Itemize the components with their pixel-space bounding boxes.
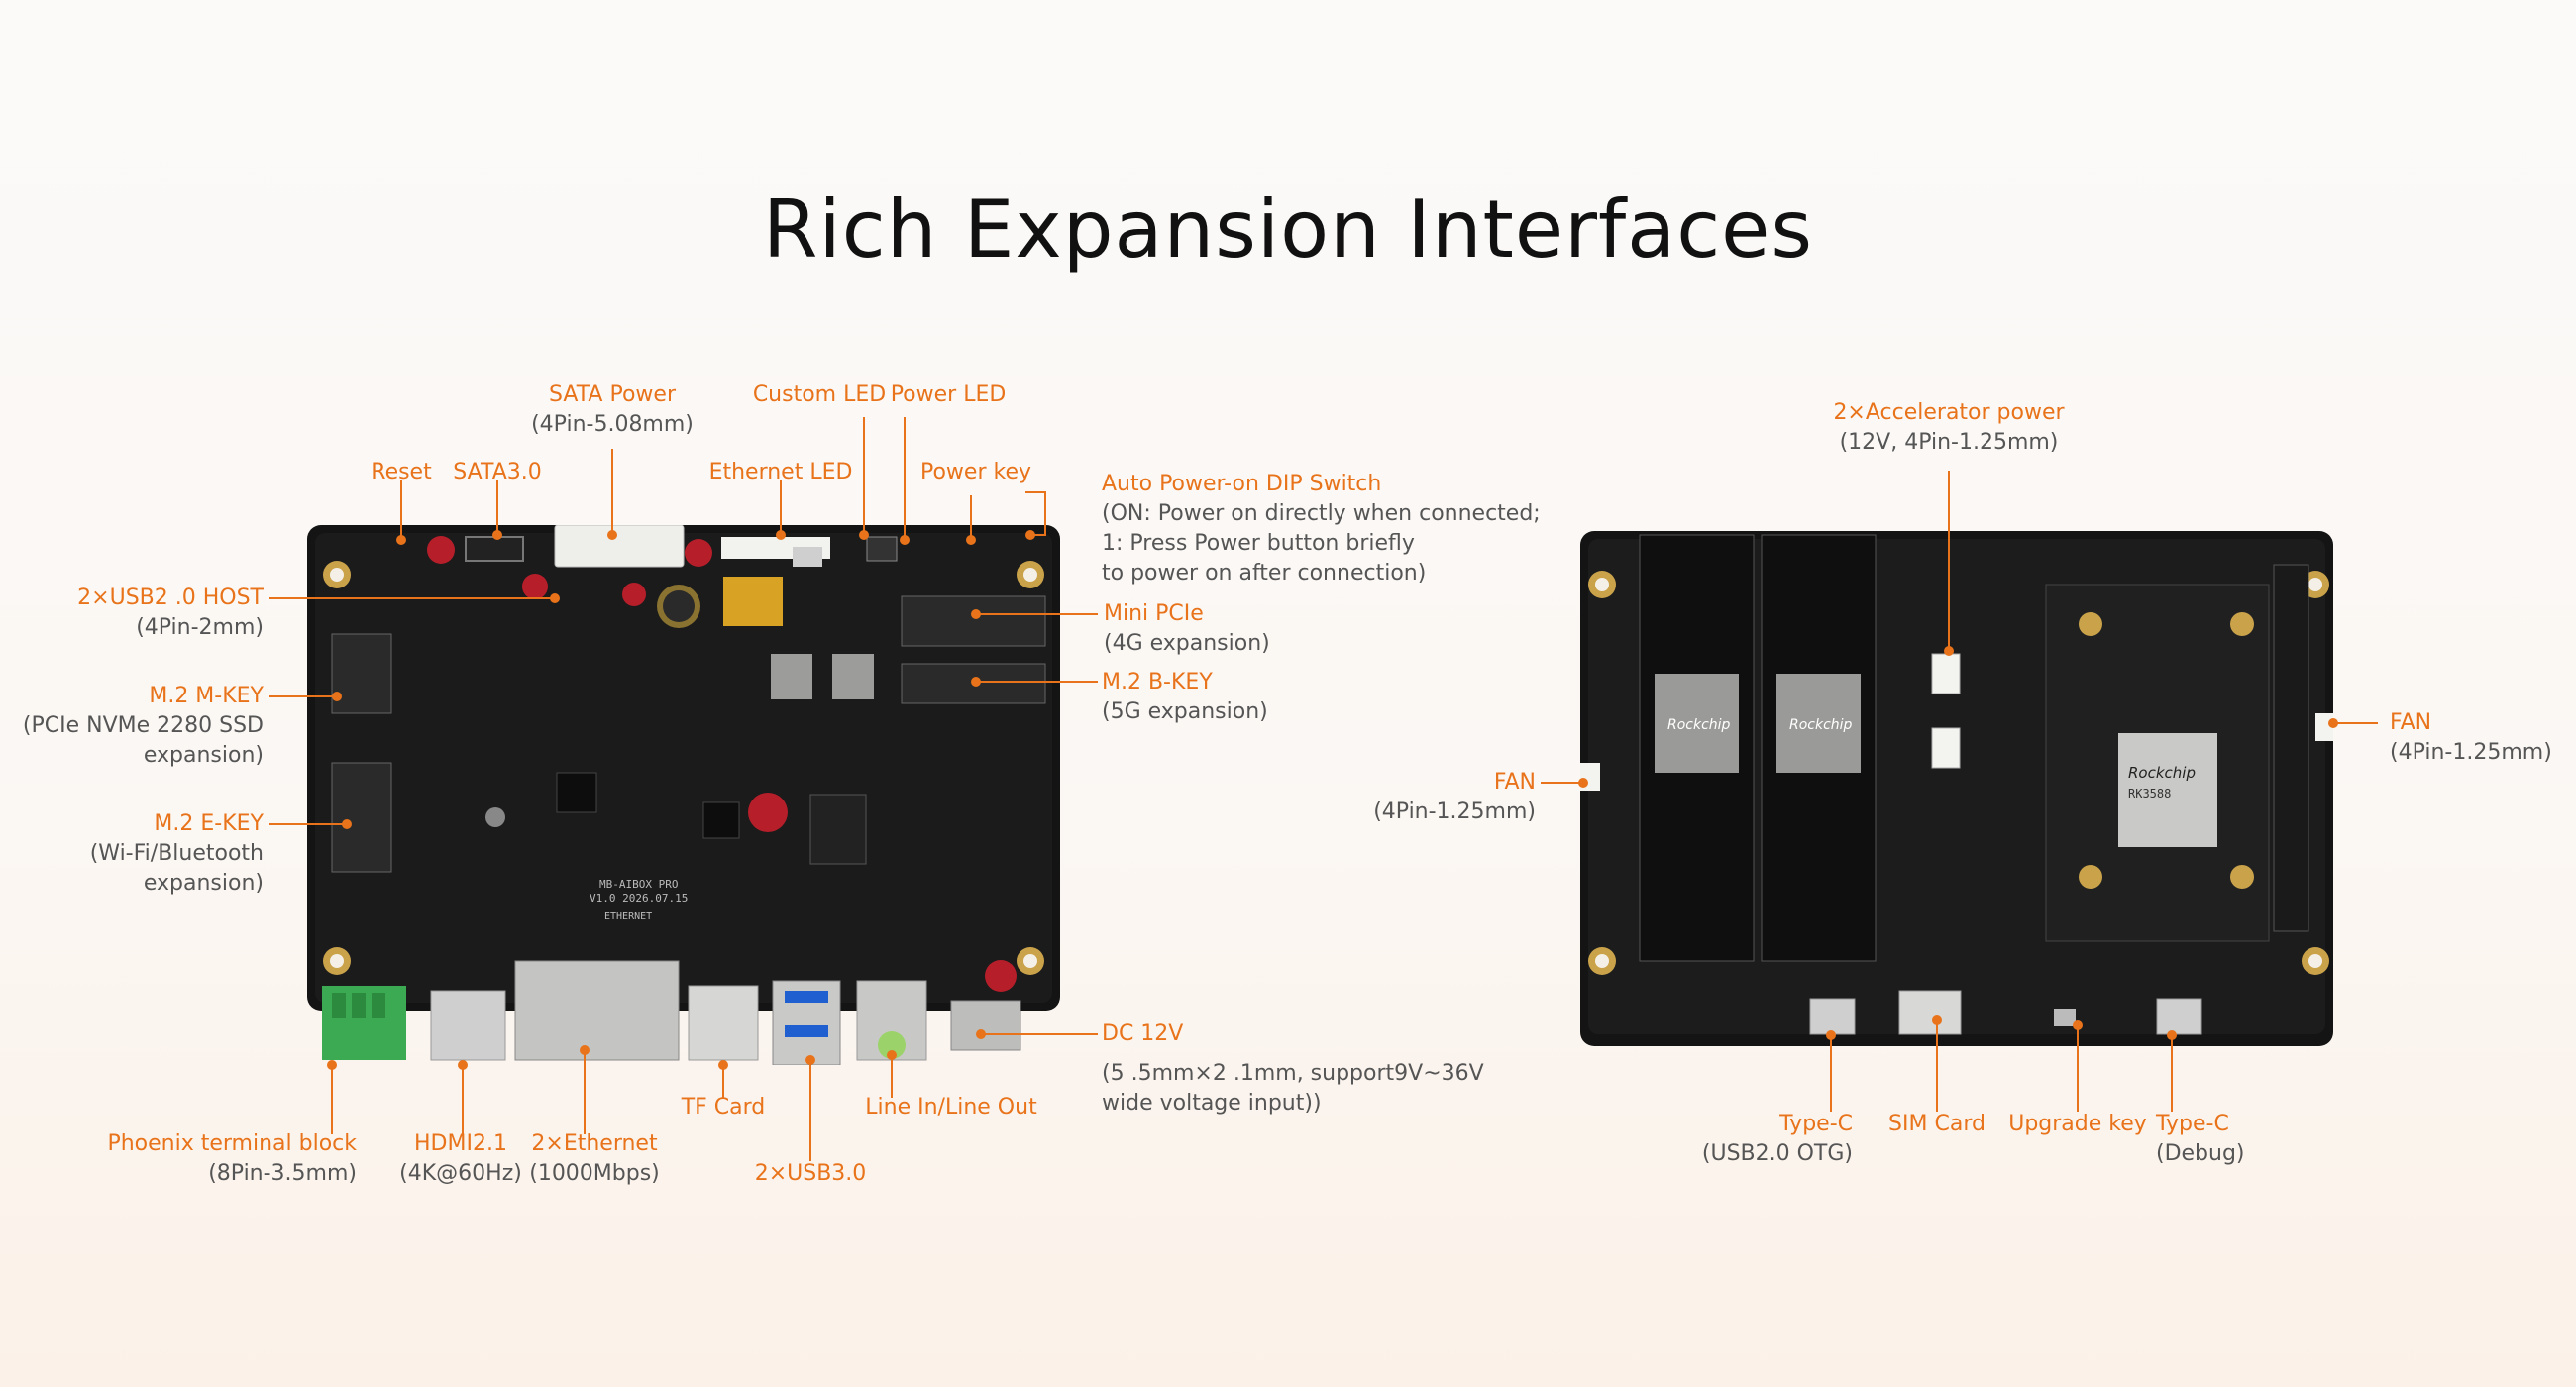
- label-name: M.2 B-KEY: [1102, 670, 1213, 694]
- label-name: Type-C: [2156, 1112, 2229, 1136]
- label-power-led: Power LED: [884, 380, 1013, 410]
- label-name: Power LED: [890, 382, 1007, 407]
- label-auto-power-dip: Auto Power-on DIP Switch (ON: Power on d…: [1102, 470, 1541, 588]
- label-name: M.2 M-KEY: [149, 684, 264, 708]
- label-name: FAN: [2390, 710, 2432, 735]
- label-sata-power: SATA Power (4Pin-5.08mm): [513, 380, 711, 440]
- label-sub: (4K@60Hz): [399, 1161, 522, 1186]
- front-silkscreen-version: V1.0 2026.07.15: [590, 892, 688, 905]
- label-line-3: to power on after connection): [1102, 561, 1427, 586]
- label-name: HDMI2.1: [414, 1131, 507, 1156]
- label-m2-mkey: M.2 M-KEY (PCIe NVMe 2280 SSD expansion): [20, 682, 264, 771]
- label-name: M.2 E-KEY: [154, 811, 264, 836]
- soc-brand: Rockchip: [2128, 764, 2196, 782]
- label-reset: Reset: [352, 458, 451, 487]
- label-sata30: SATA3.0: [438, 458, 557, 487]
- label-name: Phoenix terminal block: [107, 1131, 357, 1156]
- accelerator-chip-brand-1: Rockchip: [1667, 717, 1731, 733]
- label-name: 2×Accelerator power: [1833, 400, 2065, 425]
- label-mini-pcie: Mini PCIe (4G expansion): [1104, 599, 1270, 659]
- label-line-2: expansion): [143, 871, 264, 896]
- label-sub: (1000Mbps): [529, 1161, 660, 1186]
- back-board-image: Rockchip Rockchip Rockchip RK3588: [1580, 531, 2333, 1046]
- label-typec-otg: Type-C (USB2.0 OTG): [1664, 1110, 1853, 1169]
- label-line-1: (PCIe NVMe 2280 SSD: [22, 713, 264, 738]
- label-line-2: wide voltage input)): [1102, 1091, 1322, 1116]
- label-name: Type-C: [1779, 1112, 1853, 1136]
- label-sim-card: SIM Card: [1873, 1110, 2001, 1139]
- front-board-image: MB-AIBOX PRO V1.0 2026.07.15 ETHERNET: [307, 525, 1060, 1065]
- soc-model: RK3588: [2128, 787, 2171, 800]
- label-sub: (4G expansion): [1104, 631, 1270, 656]
- label-sub: (5G expansion): [1102, 699, 1268, 724]
- label-hdmi: HDMI2.1 (4K@60Hz): [386, 1129, 535, 1189]
- label-name: SATA3.0: [453, 460, 542, 484]
- label-sub: (8Pin-3.5mm): [208, 1161, 357, 1186]
- label-line-2: 1: Press Power button briefly: [1102, 531, 1415, 556]
- label-name: Upgrade key: [2008, 1112, 2147, 1136]
- label-sub: (12V, 4Pin-1.25mm): [1839, 430, 2059, 455]
- label-name: DC 12V: [1102, 1021, 1184, 1046]
- label-upgrade-key: Upgrade key: [1998, 1110, 2157, 1139]
- label-fan-right: FAN (4Pin-1.25mm): [2390, 708, 2552, 768]
- label-usb2-host: 2×USB2 .0 HOST (4Pin-2mm): [59, 584, 264, 643]
- accelerator-chip-brand-2: Rockchip: [1789, 717, 1853, 733]
- label-ethernet: 2×Ethernet (1000Mbps): [515, 1129, 674, 1189]
- label-m2-bkey: M.2 B-KEY (5G expansion): [1102, 668, 1268, 727]
- front-silkscreen-model: MB-AIBOX PRO: [599, 878, 678, 891]
- label-fan-left: FAN (4Pin-1.25mm): [1328, 768, 1536, 827]
- label-dc-12v: DC 12V (5 .5mm×2 .1mm, support9V~36V wid…: [1102, 1019, 1484, 1119]
- label-sub: (USB2.0 OTG): [1701, 1141, 1853, 1166]
- label-phoenix-terminal: Phoenix terminal block (8Pin-3.5mm): [89, 1129, 357, 1189]
- label-ethernet-led: Ethernet LED: [701, 458, 860, 487]
- label-name: 2×Ethernet: [531, 1131, 658, 1156]
- label-name: Reset: [371, 460, 432, 484]
- label-name: Auto Power-on DIP Switch: [1102, 472, 1382, 496]
- label-usb30: 2×USB3.0: [741, 1159, 880, 1189]
- label-sub: (Debug): [2156, 1141, 2245, 1166]
- label-line-1: (Wi-Fi/Bluetooth: [89, 841, 264, 866]
- label-name: TF Card: [681, 1095, 766, 1120]
- label-accelerator-power: 2×Accelerator power (12V, 4Pin-1.25mm): [1820, 398, 2078, 458]
- label-m2-ekey: M.2 E-KEY (Wi-Fi/Bluetooth expansion): [40, 809, 264, 899]
- label-line-1: (ON: Power on directly when connected;: [1102, 501, 1541, 526]
- label-name: Power key: [919, 460, 1032, 484]
- label-name: SIM Card: [1888, 1112, 1986, 1136]
- label-line-2: expansion): [143, 743, 264, 768]
- label-name: Custom LED: [752, 382, 887, 407]
- label-name: 2×USB3.0: [754, 1161, 867, 1186]
- label-sub: (4Pin-2mm): [136, 615, 264, 640]
- label-name: Line In/Line Out: [865, 1095, 1037, 1120]
- label-tf-card: TF Card: [659, 1093, 788, 1122]
- label-line-in-out: Line In/Line Out: [847, 1093, 1055, 1122]
- label-name: FAN: [1493, 770, 1536, 795]
- label-line-1: (5 .5mm×2 .1mm, support9V~36V: [1102, 1061, 1484, 1086]
- label-name: 2×USB2 .0 HOST: [77, 586, 264, 610]
- label-name: Mini PCIe: [1104, 601, 1204, 626]
- label-power-key: Power key: [912, 458, 1040, 487]
- label-custom-led: Custom LED: [745, 380, 894, 410]
- label-sub: (4Pin-1.25mm): [1373, 800, 1536, 824]
- label-sub: (4Pin-5.08mm): [531, 412, 694, 437]
- label-typec-debug: Type-C (Debug): [2156, 1110, 2245, 1169]
- label-sub: (4Pin-1.25mm): [2390, 740, 2552, 765]
- page-title: Rich Expansion Interfaces: [762, 183, 1814, 275]
- label-name: Ethernet LED: [708, 460, 853, 484]
- label-name: SATA Power: [548, 382, 676, 407]
- front-silkscreen-ethernet: ETHERNET: [604, 911, 652, 922]
